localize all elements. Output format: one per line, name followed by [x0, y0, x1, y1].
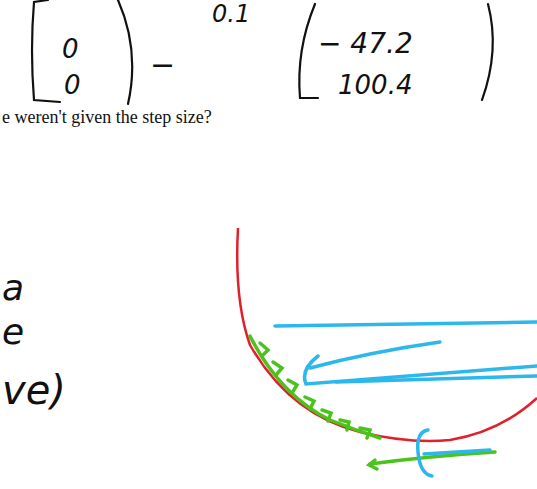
- note-fragment: a: [2, 270, 24, 306]
- vector-entry: 100.4: [338, 72, 412, 98]
- question-text: e weren't given the step size?: [2, 108, 212, 126]
- minus-sign: −: [150, 50, 175, 80]
- right-bracket: [118, 0, 132, 104]
- gradient-steps: [250, 336, 495, 469]
- right-bracket: [482, 4, 493, 100]
- vector-entry: − 47.2: [318, 30, 413, 58]
- left-bracket: [32, 0, 60, 102]
- step-size: 0.1: [212, 2, 250, 26]
- vector-entry: 0: [64, 72, 81, 98]
- loss-curve: [237, 228, 537, 441]
- left-bracket: [299, 4, 318, 98]
- blue-marks: [275, 322, 537, 476]
- vector-entry: 0: [62, 36, 79, 62]
- vector-brackets: [32, 0, 493, 104]
- note-fragment: ve): [2, 370, 66, 410]
- note-fragment: e: [2, 314, 24, 350]
